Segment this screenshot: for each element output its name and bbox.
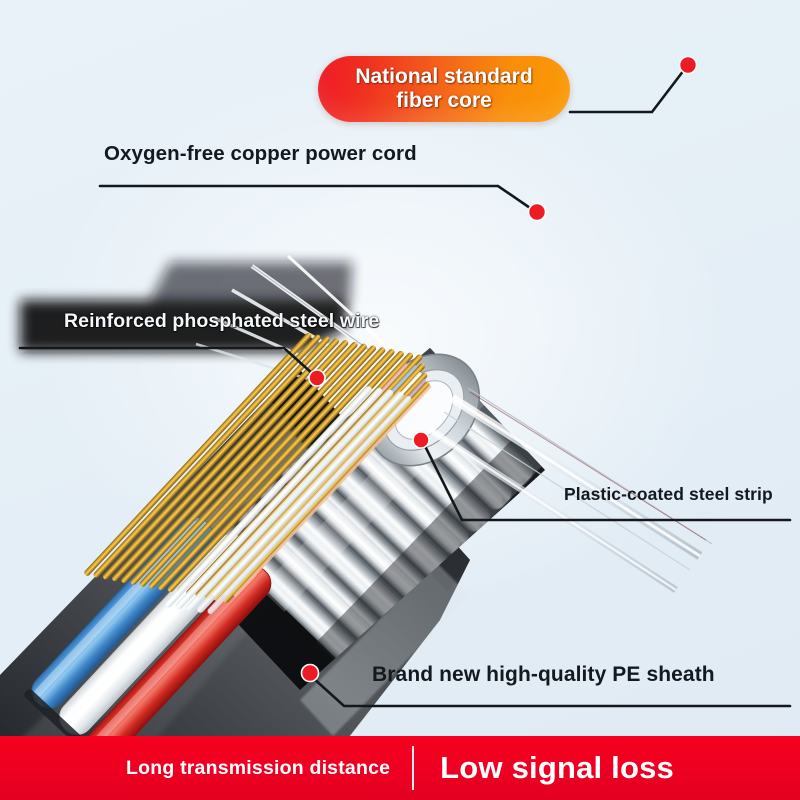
callout-label-copper-cord: Oxygen-free copper power cord — [104, 142, 417, 165]
footer-left-text: Long transmission distance — [126, 756, 391, 779]
dot-copper-cord — [527, 202, 547, 222]
callout-dots — [300, 55, 698, 683]
dot-fiber-core — [678, 55, 698, 75]
fiber-core-badge[interactable]: National standard fiber core — [318, 56, 570, 122]
leader-fiber-core — [568, 68, 686, 114]
footer-right-text: Low signal loss — [440, 750, 674, 785]
footer-banner: Long transmission distance Low signal lo… — [0, 736, 800, 800]
callout-label-pe-sheath: Brand new high-quality PE sheath — [372, 663, 715, 686]
dot-steel-strip — [412, 431, 430, 449]
badge-line-2: fiber core — [396, 89, 492, 112]
callout-leaders — [18, 68, 792, 708]
leader-steel-strip — [422, 442, 792, 522]
plastic-coated-steel-strip — [428, 387, 713, 593]
leader-copper-cord — [98, 184, 535, 212]
callout-label-steel-strip: Plastic-coated steel strip — [564, 484, 773, 504]
badge-line-1: National standard — [355, 65, 533, 89]
leader-steel-wire — [18, 346, 316, 377]
callout-label-steel-wire: Reinforced phosphated steel wire — [64, 310, 380, 332]
phosphated-steel-wires — [195, 254, 386, 394]
dot-pe-sheath — [300, 663, 320, 683]
leader-pe-sheath — [310, 675, 792, 708]
dot-steel-wire — [308, 369, 326, 387]
footer-divider — [412, 746, 415, 790]
national-standard-fiber-core — [165, 386, 412, 615]
